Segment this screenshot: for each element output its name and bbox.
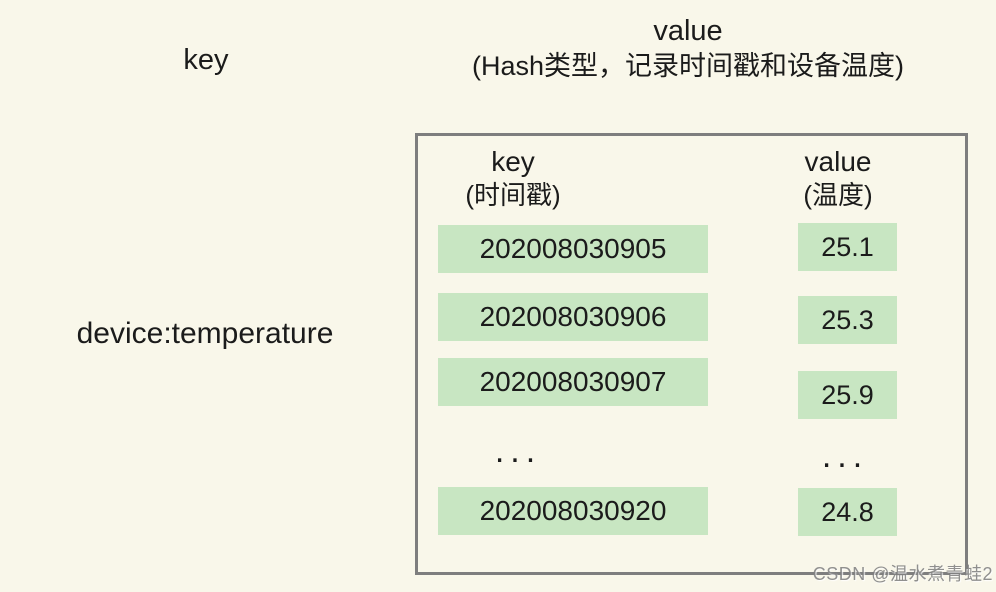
timestamp-cell: 202008030906 (438, 293, 708, 341)
temperature-cell: 25.9 (798, 371, 897, 419)
timestamp-ellipsis: ... (494, 432, 542, 470)
temperature-cell: 25.1 (798, 223, 897, 271)
outer-value-label-line2: (Hash类型，记录时间戳和设备温度) (471, 51, 904, 81)
hash-value-box: key (时间戳) value (温度) 202008030905 202008… (415, 133, 968, 575)
value-column-header-subtitle: (温度) (803, 180, 873, 210)
timestamp-cell: 202008030907 (438, 358, 708, 406)
timestamp-cell: 202008030905 (438, 225, 708, 273)
temperature-cell: 24.8 (798, 488, 897, 536)
temperature-ellipsis: ... (821, 437, 869, 475)
outer-key-label: key (183, 44, 229, 76)
outer-value-label: value (Hash类型，记录时间戳和设备温度) (400, 14, 976, 84)
value-column-header-title: value (804, 146, 872, 177)
csdn-watermark: CSDN @温水煮青蛙2 (812, 564, 993, 584)
value-column-header: value (温度) (748, 146, 928, 212)
device-key-label: device:temperature (76, 317, 334, 350)
outer-value-label-line1: value (653, 15, 723, 47)
temperature-cell: 25.3 (798, 296, 897, 344)
timestamp-cell: 202008030920 (438, 487, 708, 535)
key-column-header-subtitle: (时间戳) (465, 180, 561, 210)
key-column-header-title: key (491, 146, 535, 177)
key-column-header: key (时间戳) (418, 146, 608, 212)
